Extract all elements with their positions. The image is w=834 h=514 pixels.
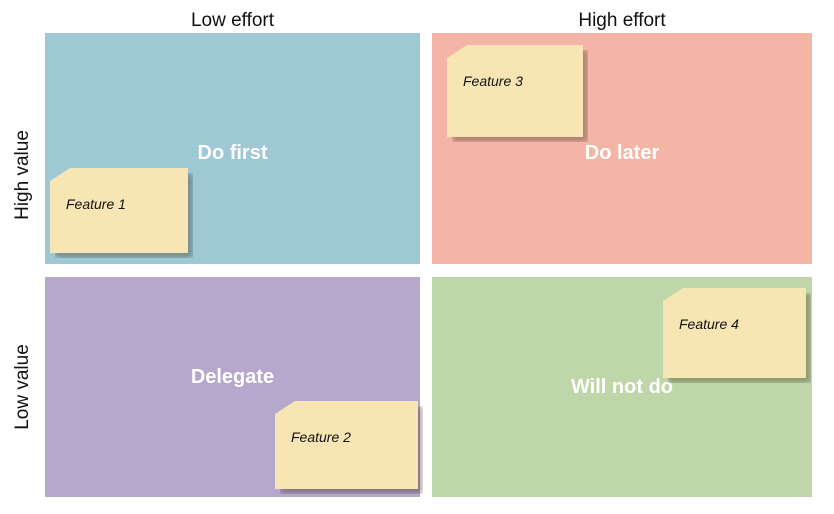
sticky-note-feature-2[interactable]: Feature 2 (275, 401, 418, 489)
quadrant-label-delegate: Delegate (190, 366, 275, 388)
sticky-note-feature-4[interactable]: Feature 4 (663, 288, 806, 378)
sticky-note-label: Feature 1 (66, 196, 126, 212)
quadrant-label-do-first: Do first (197, 142, 268, 164)
sticky-note-feature-3[interactable]: Feature 3 (447, 45, 583, 137)
sticky-note-label: Feature 3 (463, 73, 523, 89)
row-header-low-value: Low value (12, 344, 33, 430)
row-header-high-value: High value (12, 130, 33, 220)
sticky-note-label: Feature 2 (291, 429, 351, 445)
quadrant-label-will-not-do: Will not do (570, 376, 673, 398)
sticky-note-label: Feature 4 (679, 316, 739, 332)
sticky-note-feature-1[interactable]: Feature 1 (50, 168, 188, 253)
column-header-low-effort: Low effort (190, 10, 275, 31)
quadrant-label-do-later: Do later (584, 142, 660, 164)
column-header-high-effort: High effort (578, 10, 666, 31)
